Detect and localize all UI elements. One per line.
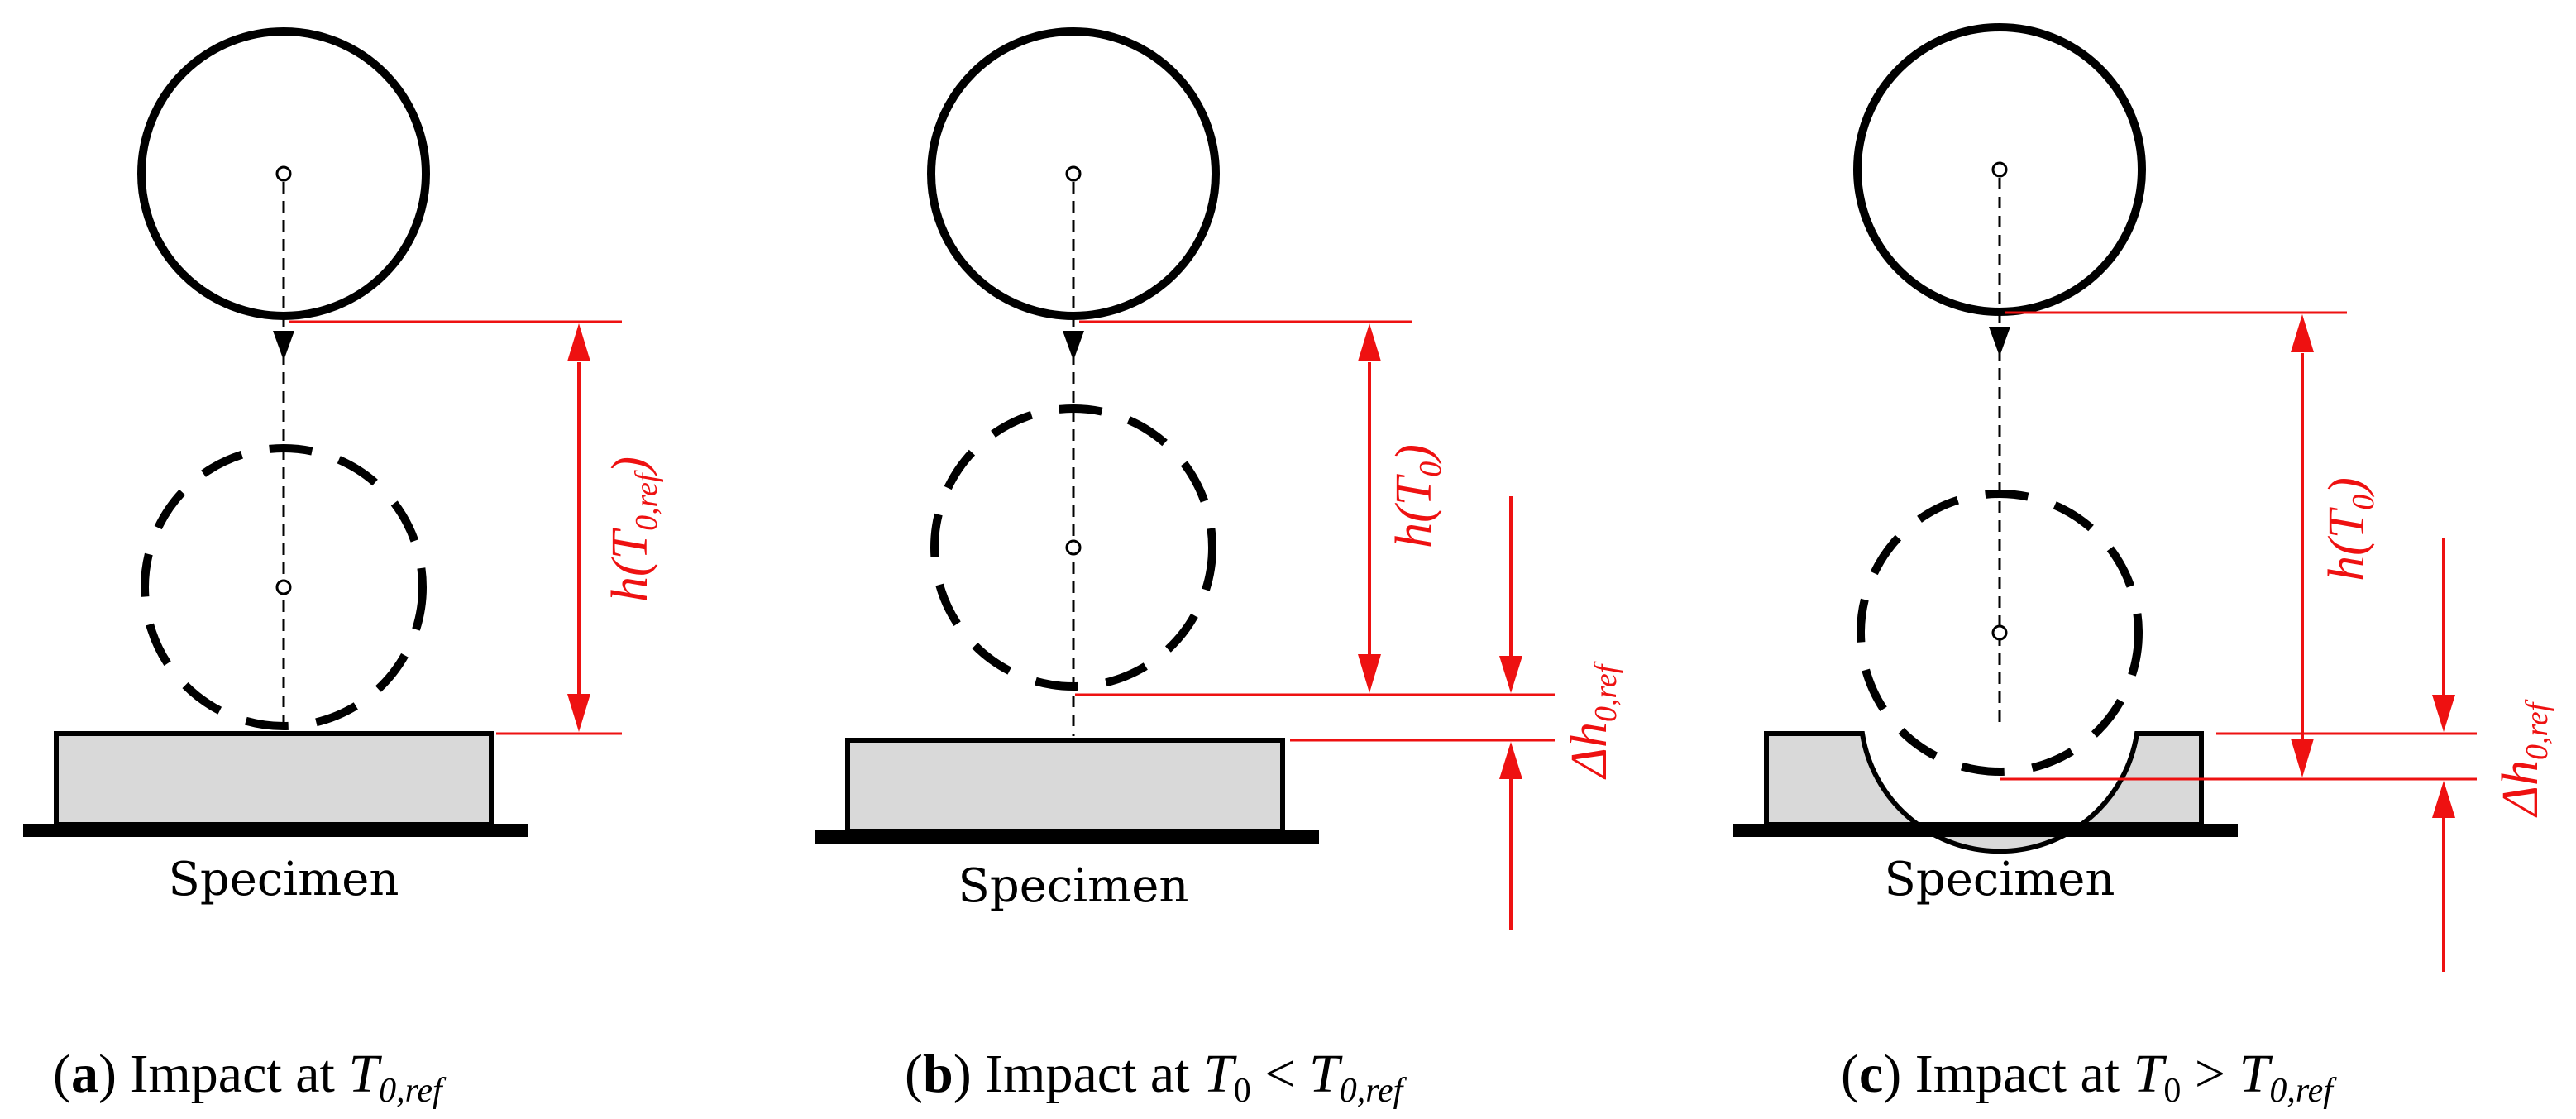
specimen-base [1733, 824, 2238, 837]
specimen-label: Specimen [169, 853, 399, 906]
ball-impact [141, 444, 427, 730]
panel-b: Specimen h(T0) Δh0,ref (b) Impact at T0 … [815, 27, 1623, 1110]
specimen-label: Specimen [1885, 853, 2115, 906]
delta-label: Δh0,ref [1561, 661, 1623, 780]
height-label: h(T0) [1386, 444, 1448, 548]
ball-center-impact [1065, 539, 1082, 556]
specimen-label: Specimen [958, 859, 1189, 913]
ball-impact [1857, 490, 2143, 776]
caption-a: (a) Impact at T0,ref [53, 1044, 447, 1110]
ball-center-impact [1991, 624, 2008, 641]
height-arrowhead-top [2291, 314, 2314, 352]
delta-arrowhead-bottom [1499, 742, 1522, 779]
delta-arrowhead-top [1499, 656, 1522, 693]
height-arrowhead-top [1358, 323, 1381, 361]
ball-center-initial [1065, 165, 1082, 182]
ball-impact [930, 404, 1216, 691]
specimen-block [845, 738, 1285, 834]
specimen-base [23, 824, 528, 837]
height-label: h(T0) [2319, 477, 2381, 581]
caption-b: (b) Impact at T0 < T0,ref [905, 1044, 1407, 1110]
height-arrowhead-bottom [1358, 654, 1381, 693]
ball-center-impact [275, 579, 292, 595]
drop-arrowhead [1063, 331, 1084, 361]
drop-arrowhead [1989, 327, 2010, 356]
panel-a: Specimen h(T0,ref) (a) Impact at T0,ref [23, 27, 664, 1110]
delta-arrowhead-top [2432, 695, 2455, 732]
height-arrowhead-top [567, 323, 590, 361]
specimen-base [815, 830, 1319, 844]
specimen-block [54, 731, 494, 827]
panel-c: Specimen h(T0) Δh0,ref (c) Impact at T0 … [1733, 23, 2554, 1110]
delta-arrowhead-bottom [2432, 781, 2455, 818]
ball-center-initial [1991, 161, 2008, 178]
height-arrowhead-bottom [2291, 739, 2314, 777]
delta-label: Δh0,ref [2492, 699, 2554, 818]
height-arrowhead-bottom [567, 694, 590, 732]
height-label: h(T0,ref) [602, 457, 664, 602]
specimen-block [1764, 731, 2204, 854]
drop-arrowhead [273, 331, 294, 361]
caption-c: (c) Impact at T0 > T0,ref [1841, 1044, 2337, 1110]
ball-center-initial [275, 165, 292, 182]
